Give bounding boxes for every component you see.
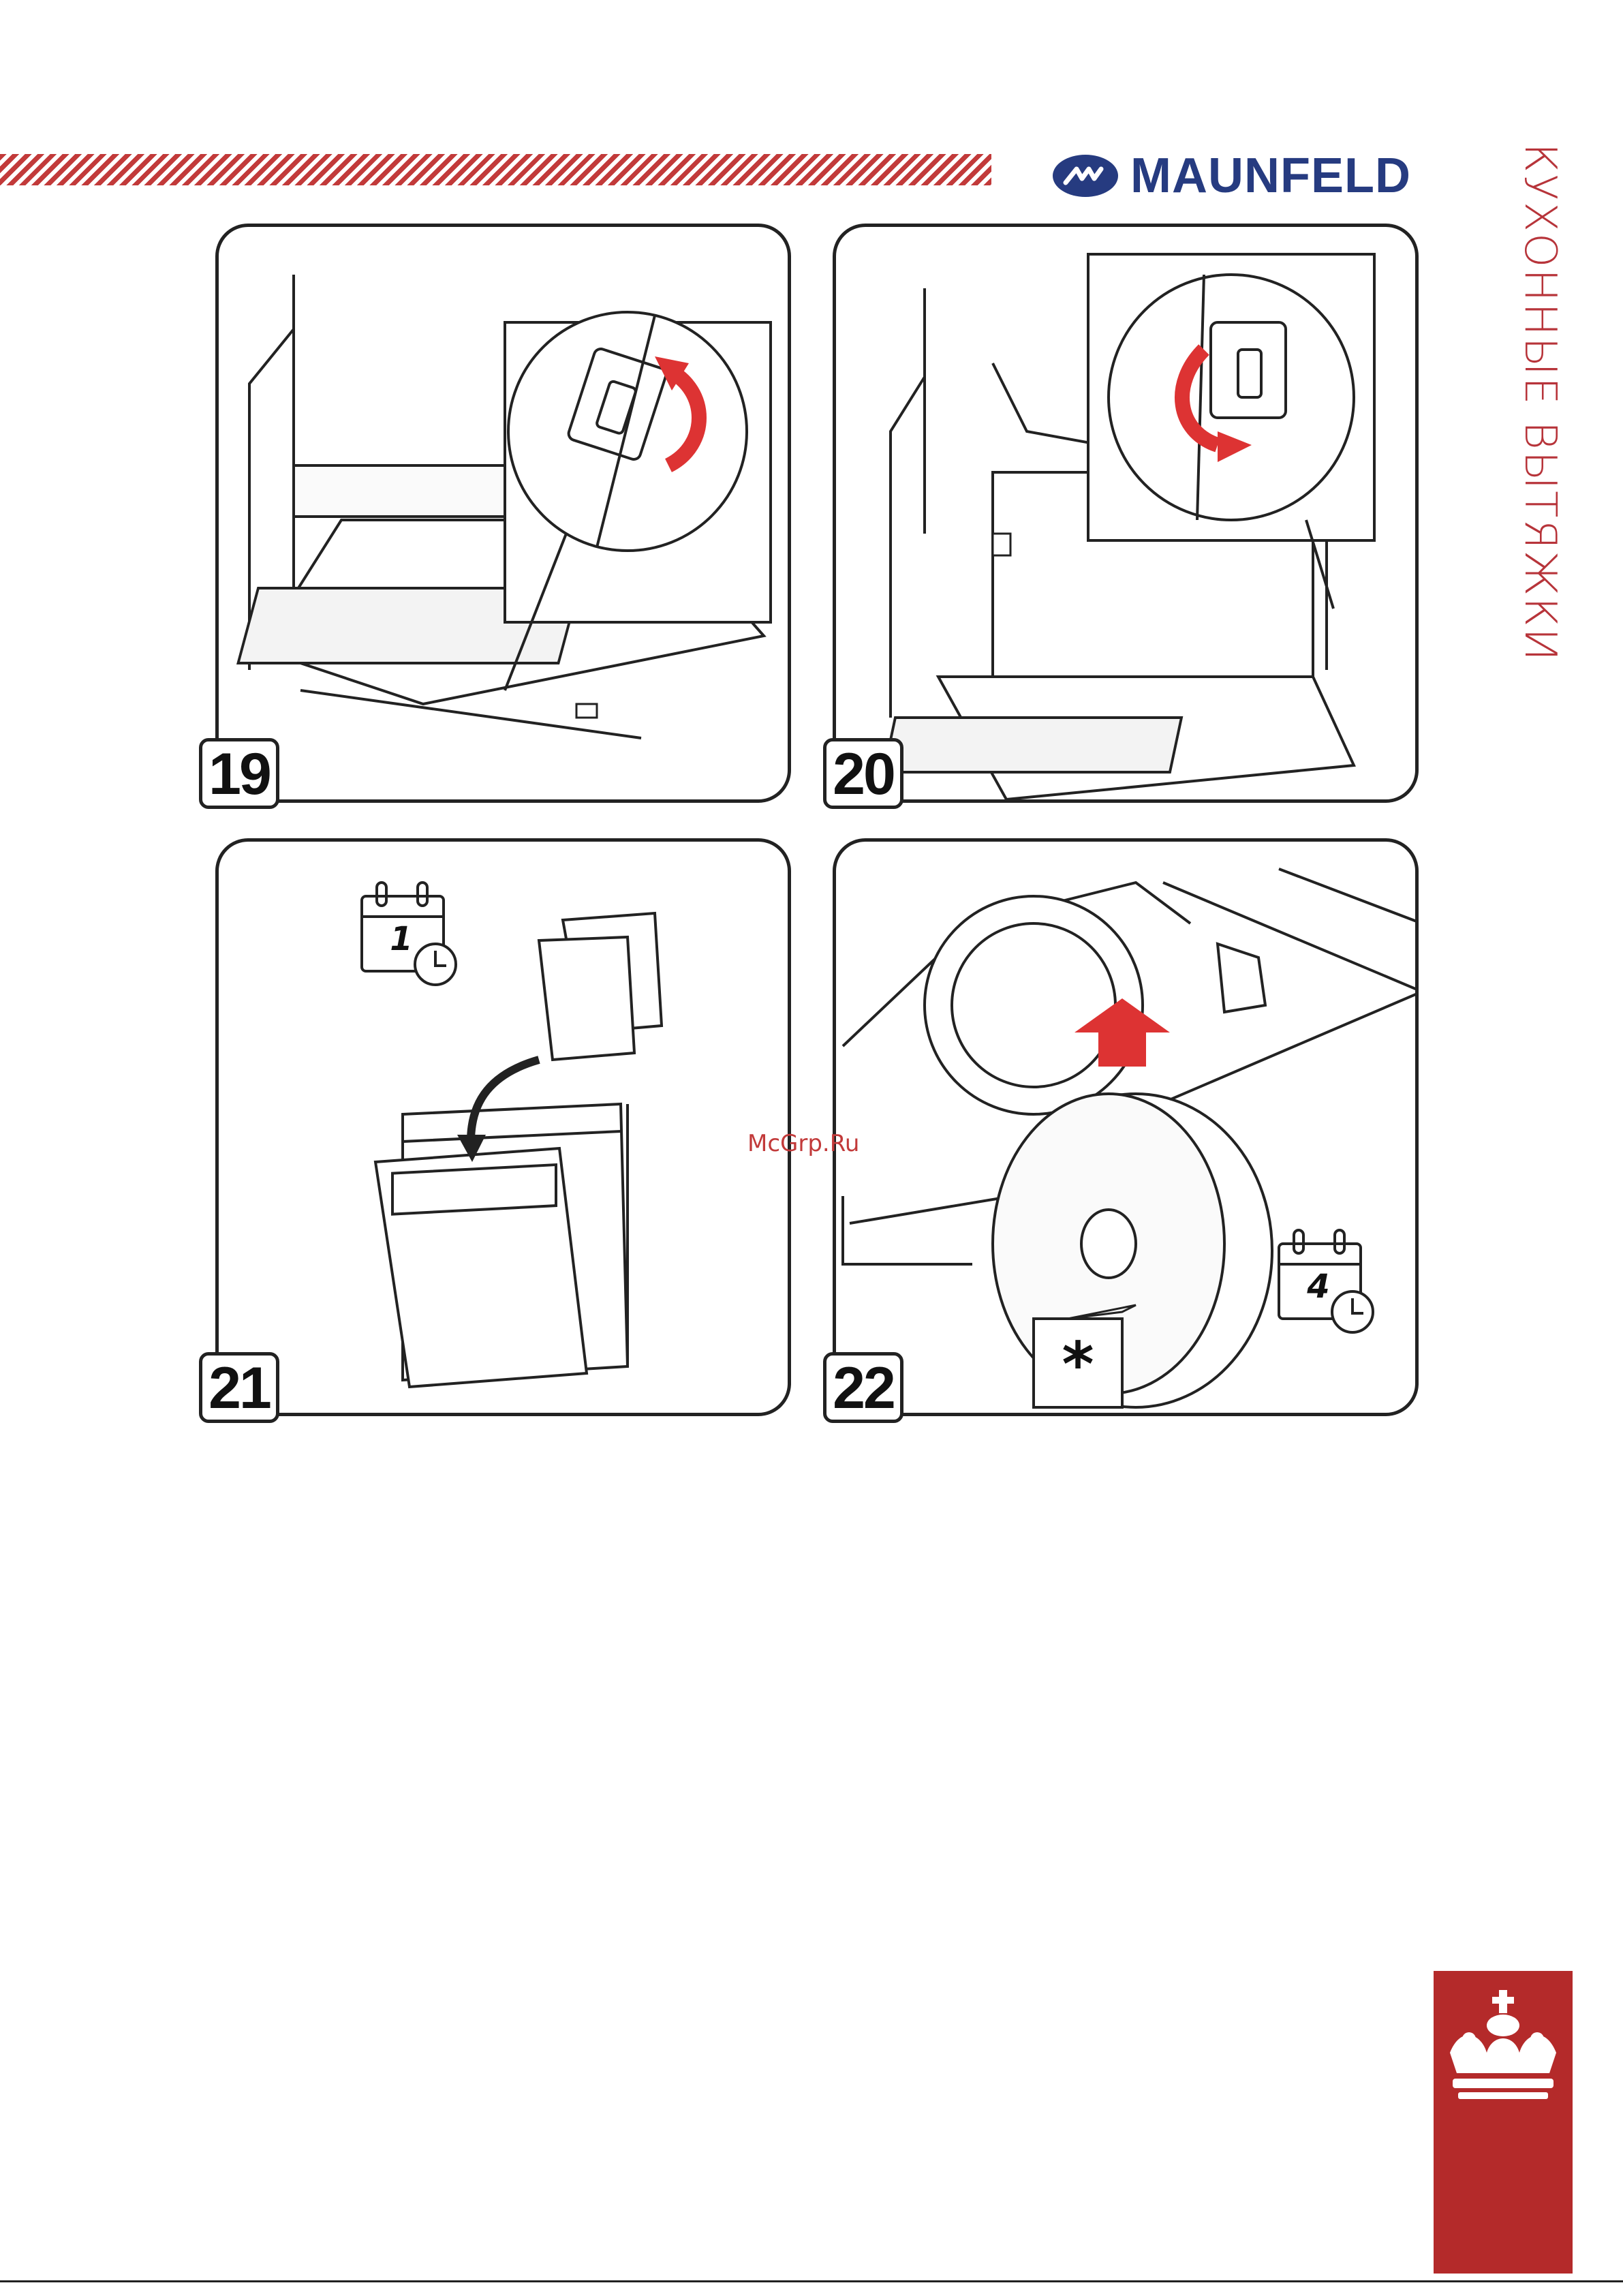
note-symbol: * xyxy=(1034,1329,1122,1400)
step-21-panel: 1 xyxy=(215,838,791,1416)
brand-name: MAUNFELD xyxy=(1130,151,1411,200)
step-22-illustration xyxy=(836,842,1419,1416)
calendar-day: 4 xyxy=(1298,1268,1339,1306)
header-stripe xyxy=(0,154,991,185)
step-20-panel xyxy=(833,224,1419,803)
step-19-illustration xyxy=(219,227,791,803)
step-number-21: 21 xyxy=(199,1352,279,1423)
brand-logo: MAUNFELD xyxy=(1053,150,1411,202)
brand-logo-icon xyxy=(1053,155,1118,197)
step-number-20: 20 xyxy=(823,738,903,809)
step-21-illustration xyxy=(219,842,791,1416)
crown-crest-icon xyxy=(1434,1971,1573,2274)
footer-line xyxy=(0,2280,1623,2282)
calendar-day: 1 xyxy=(381,920,422,958)
step-number-22: 22 xyxy=(823,1352,903,1423)
watermark: McGrp.Ru xyxy=(747,1130,884,1157)
step-number-19: 19 xyxy=(199,738,279,809)
step-19-panel xyxy=(215,224,791,803)
step-20-illustration xyxy=(836,227,1419,803)
crown-crest-block xyxy=(1434,1971,1573,2274)
step-22-panel: * 4 xyxy=(833,838,1419,1416)
section-title: КУХОННЫЕ ВЫТЯЖКИ xyxy=(1516,143,1564,620)
